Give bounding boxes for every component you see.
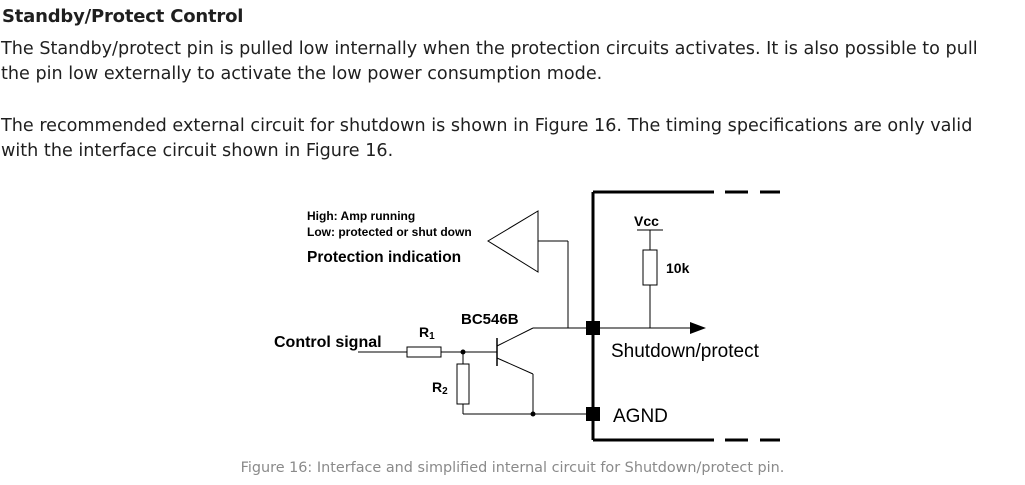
label-high-note: High: Amp running [307, 209, 415, 223]
arrow-head-icon [690, 322, 706, 334]
label-low-note: Low: protected or shut down [307, 225, 472, 239]
pin-agnd-square [586, 407, 600, 421]
transistor-collector [496, 327, 534, 347]
label-r1: R1 [419, 324, 435, 342]
paragraph-line: The recommended external circuit for shu… [1, 116, 973, 136]
transistor-emitter [496, 357, 534, 375]
paragraph-line: with the interface circuit shown in Figu… [1, 141, 394, 161]
label-control-signal: Control signal [274, 334, 382, 351]
paragraph-line: the pin low externally to activate the l… [1, 64, 603, 84]
figure-caption: Figure 16: Interface and simplified inte… [240, 460, 785, 476]
paragraph-line: The Standby/protect pin is pulled low in… [1, 39, 978, 59]
section-heading: Standby/Protect Control [2, 6, 244, 27]
pin-shutdown-square [586, 321, 600, 335]
label-protection-indication: Protection indication [307, 249, 461, 266]
resistor-r1 [406, 346, 442, 358]
paragraph-recommended-circuit: The recommended external circuit for shu… [1, 114, 972, 164]
paragraph-standby-description: The Standby/protect pin is pulled low in… [1, 37, 978, 87]
label-shutdown-protect: Shutdown/protect [611, 341, 760, 362]
junction-dot [530, 411, 536, 417]
resistor-r2 [456, 363, 470, 405]
label-transistor: BC546B [461, 311, 519, 328]
label-vcc: Vcc [634, 213, 659, 229]
label-agnd: AGND [613, 406, 668, 427]
label-r2: R2 [432, 379, 448, 397]
junction-dot [460, 349, 466, 355]
buffer-amplifier [487, 210, 539, 273]
label-10k: 10k [666, 260, 690, 276]
resistor-10k [642, 249, 658, 286]
